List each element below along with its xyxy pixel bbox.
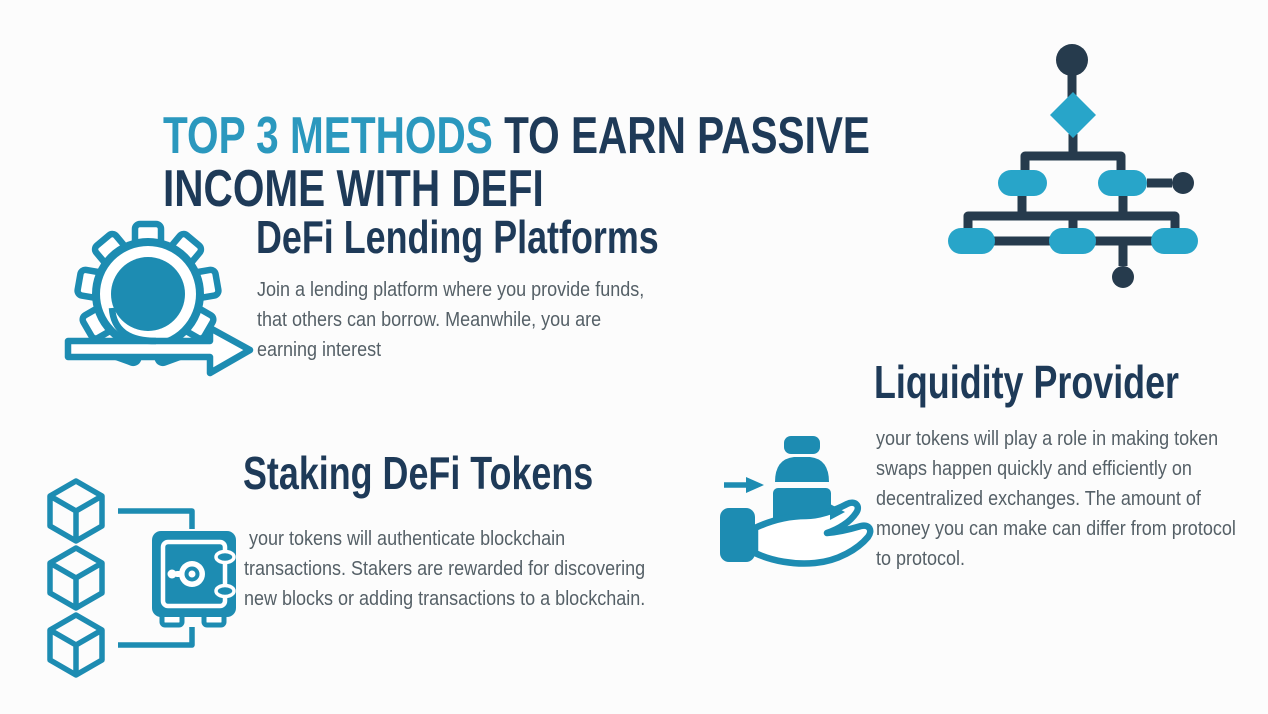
title-highlight: TOP 3 METHODS: [163, 106, 493, 165]
node-pill: [998, 170, 1047, 196]
node-circle-top: [1056, 44, 1088, 76]
vault-hinge: [214, 583, 236, 599]
cubes-vault-icon: [40, 478, 262, 694]
flowchart-network-svg: [948, 44, 1198, 288]
vault-keyhole: [167, 569, 177, 579]
hand-cuff: [720, 508, 755, 562]
hand-tokens-icon: [712, 428, 878, 578]
staking-heading: Staking DeFi Tokens: [243, 447, 594, 499]
node-pill: [1098, 170, 1147, 196]
node-pill: [1049, 228, 1096, 254]
gear-arrow-icon: [60, 210, 256, 380]
flowchart-network-icon: [938, 28, 1208, 290]
token-arrow: [830, 504, 845, 520]
liquidity-heading: Liquidity Provider: [874, 356, 1180, 408]
bottle-cap: [784, 436, 820, 454]
title-rest: TO EARN PASSIVE INCOME WITH DEFI: [163, 106, 870, 218]
hand-tokens-svg: [720, 436, 874, 567]
page-title: TOP 3 METHODS TO EARN PASSIVE INCOME WIT…: [163, 106, 870, 218]
block-cube: [47, 478, 105, 544]
lending-heading: DeFi Lending Platforms: [256, 211, 659, 263]
lending-description: Join a lending platform where you provid…: [257, 279, 645, 361]
bottle-shoulder: [775, 457, 829, 482]
block-cube: [47, 612, 105, 678]
node-circle-bottom: [1112, 266, 1134, 288]
node-circle-right: [1172, 172, 1194, 194]
gear-arrow-svg: [64, 220, 254, 377]
node-pill: [1151, 228, 1198, 254]
node-pill: [948, 228, 995, 254]
hand-palm: [751, 499, 874, 567]
node-diamond: [1050, 92, 1096, 138]
cubes-vault-svg: [47, 478, 236, 678]
vault-hinge: [214, 549, 236, 565]
liquidity-description: your tokens will play a role in making t…: [876, 428, 1236, 570]
block-cube: [47, 545, 105, 611]
staking-description: your tokens will authenticate blockchain…: [244, 528, 646, 610]
